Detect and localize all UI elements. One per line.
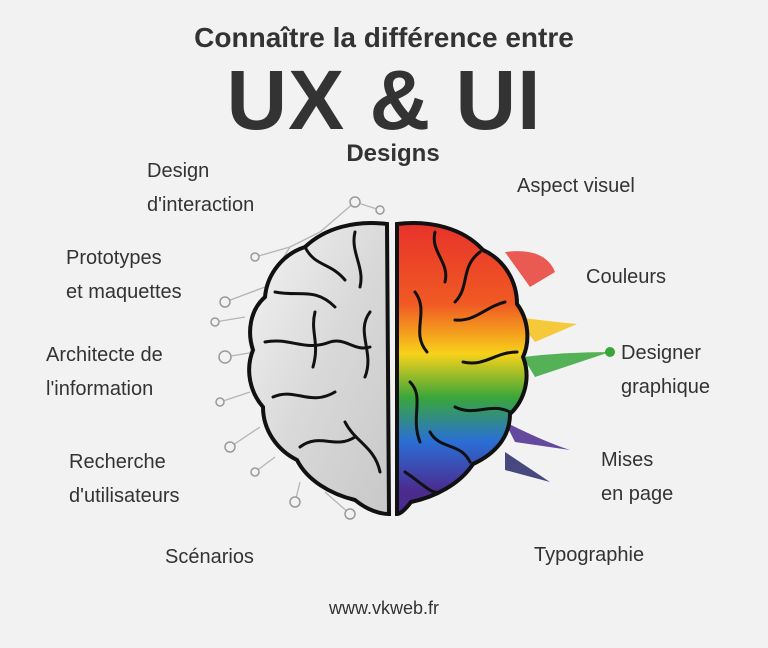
- paint-splash: [505, 251, 615, 482]
- ux-label-prototypes: Prototypes et maquettes: [66, 247, 182, 303]
- ui-label-typography: Typographie: [534, 544, 645, 566]
- ui-label-graphic-designer: Designer graphique: [621, 342, 710, 398]
- ui-label-visual-aspect: Aspect visuel: [517, 175, 635, 197]
- ux-label-scenarios: Scénarios: [165, 546, 254, 568]
- brain-right-hemisphere: [395, 221, 530, 517]
- subtitle: Connaître la différence entre: [194, 22, 574, 53]
- ui-label-layouts: Mises en page: [601, 449, 674, 505]
- ux-label-interaction-design: Design d'interaction: [147, 160, 255, 216]
- brain-illustration: [210, 196, 615, 520]
- website-link[interactable]: www.vkweb.fr: [328, 598, 440, 618]
- page-title: UX & UI: [226, 53, 542, 147]
- ux-label-user-research: Recherche d'utilisateurs: [69, 451, 180, 507]
- ux-label-information-architect: Architecte de l'information: [46, 344, 163, 400]
- ui-label-colors: Couleurs: [586, 266, 667, 288]
- designs-heading: Designs: [346, 140, 440, 167]
